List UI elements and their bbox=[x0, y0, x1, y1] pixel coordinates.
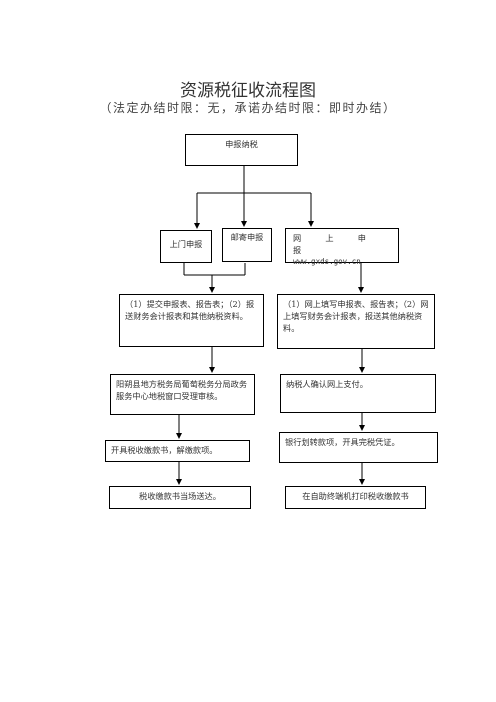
node-onsite-declare: 上门申报 bbox=[160, 230, 212, 263]
node-right-confirm-text: 纳税人确认网上支付。 bbox=[286, 379, 368, 389]
node-right-bank: 银行划转款项，开具完税凭证。 bbox=[279, 432, 438, 463]
node-mail-declare-label: 邮寄申报 bbox=[230, 232, 264, 242]
node-right-submit: （1）网上填写申报表、报告表；（2）网上填写财务会计报表，报送其他纳税资料。 bbox=[277, 294, 435, 349]
node-left-issue: 开具税收缴款书，解缴款项。 bbox=[105, 440, 250, 462]
page-title: 资源税征收流程图 bbox=[180, 81, 316, 101]
node-left-submit: （1）提交申报表、报告表；（2）报送财务会计报表和其他纳税资料。 bbox=[119, 294, 264, 347]
node-left-submit-text: （1）提交申报表、报告表；（2）报送财务会计报表和其他纳税资料。 bbox=[125, 299, 255, 321]
node-right-print-text: 在自助终端机打印税收缴款书 bbox=[302, 491, 409, 501]
node-declare-tax: 申报纳税 bbox=[185, 134, 298, 166]
node-right-print: 在自助终端机打印税收缴款书 bbox=[285, 486, 426, 509]
node-right-bank-text: 银行划转款项，开具完税凭证。 bbox=[285, 437, 400, 447]
node-online-url: www.gxds.gov.cn bbox=[293, 257, 361, 266]
node-left-deliver-text: 税收缴款书当场送达。 bbox=[139, 491, 221, 501]
node-online-declare-label: 网 上 申 报 bbox=[293, 233, 391, 255]
node-right-confirm: 纳税人确认网上支付。 bbox=[280, 374, 436, 413]
node-left-issue-text: 开具税收缴款书，解缴款项。 bbox=[111, 445, 218, 455]
node-mail-declare: 邮寄申报 bbox=[222, 228, 272, 262]
node-right-submit-text: （1）网上填写申报表、报告表；（2）网上填写财务会计报表，报送其他纳税资料。 bbox=[283, 299, 429, 333]
node-left-review-text: 阳朔县地方税务局葡萄税务分局政务服务中心地税窗口受理审核。 bbox=[116, 379, 248, 401]
node-declare-tax-label: 申报纳税 bbox=[225, 139, 258, 149]
node-onsite-declare-label: 上门申报 bbox=[169, 239, 203, 249]
page-subtitle: （法定办结时限：无，承诺办结时限：即时办结） bbox=[99, 101, 397, 115]
node-left-review: 阳朔县地方税务局葡萄税务分局政务服务中心地税窗口受理审核。 bbox=[110, 374, 255, 415]
node-left-deliver: 税收缴款书当场送达。 bbox=[109, 486, 251, 509]
node-online-declare: 网 上 申 报 www.gxds.gov.cn bbox=[285, 228, 399, 266]
